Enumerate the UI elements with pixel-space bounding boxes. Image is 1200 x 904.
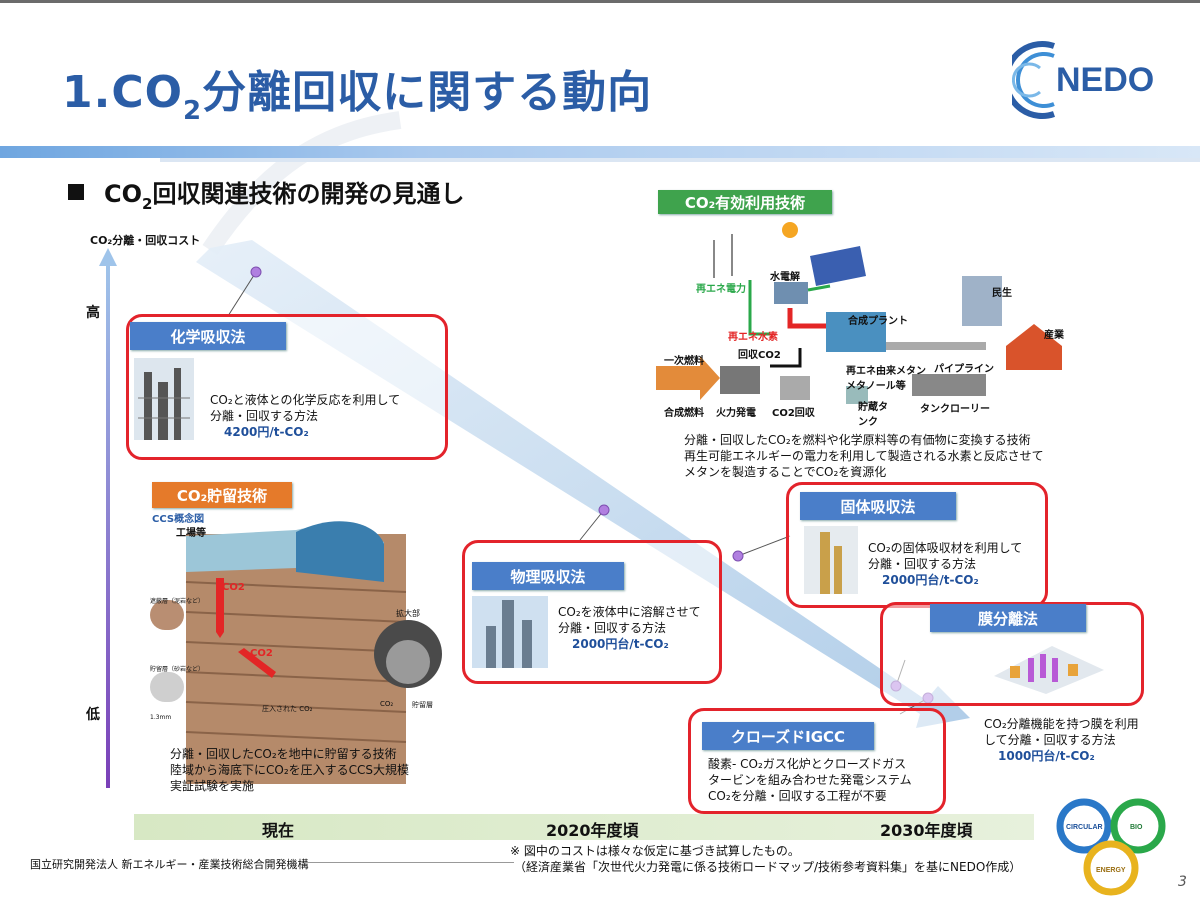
util-tank-lorry: タンクローリー bbox=[920, 404, 990, 415]
co2-storage-desc: 分離・回収したCO₂を地中に貯留する技術 陸域から海底下にCO₂を圧入するCCS… bbox=[170, 746, 409, 794]
page-title: 1.CO2分離回収に関する動向 bbox=[62, 67, 653, 126]
util-storage-tank: 貯蔵タンク bbox=[858, 402, 888, 428]
util-renew-h2: 再エネ水素 bbox=[728, 332, 778, 343]
storage-desc3: 実証試験を実施 bbox=[170, 779, 255, 793]
header-band bbox=[0, 146, 1200, 158]
footer-divider bbox=[304, 862, 514, 863]
util-electrolysis: 水電解 bbox=[770, 272, 800, 283]
physical-absorption-label: 物理吸収法 bbox=[472, 562, 624, 590]
co2-utilization-label: CO₂有効利用技術 bbox=[658, 190, 832, 214]
util-pipeline: パイプライン bbox=[934, 364, 994, 375]
ccs-layer2: 貯留層（砂岩など） bbox=[150, 666, 205, 673]
util-desc2: 再生可能エネルギーの電力を利用して製造される水素と反応させて bbox=[684, 449, 1044, 463]
co2-utilization-desc: 分離・回収したCO₂を燃料や化学原料等の有価物に変換する技術 再生可能エネルギー… bbox=[684, 432, 1044, 480]
ccs-co2-c: CO₂ bbox=[380, 700, 394, 708]
physical-absorption-desc: CO₂を液体中に溶解させて 分離・回収する方法 2000円台/t-CO₂ bbox=[558, 604, 701, 652]
physical-line2: 分離・回収する方法 bbox=[558, 621, 667, 635]
solid-absorption-label: 固体吸収法 bbox=[800, 492, 956, 520]
timeline-bar bbox=[134, 814, 1034, 840]
membrane-separation-desc: CO₂分離機能を持つ膜を利用 して分離・回収する方法 1000円台/t-CO₂ bbox=[984, 716, 1139, 764]
storage-desc2: 陸域から海底下にCO₂を圧入するCCS大規模 bbox=[170, 763, 410, 777]
solid-line2: 分離・回収する方法 bbox=[868, 557, 977, 571]
solid-line1: CO₂の固体吸収材を利用して bbox=[868, 541, 1023, 555]
util-recovered: 回収CO2 bbox=[738, 350, 781, 361]
util-co2-recovery: CO2回収 bbox=[772, 408, 815, 419]
co2-utilization-diagram bbox=[656, 222, 1062, 404]
membrane-separation-label: 膜分離法 bbox=[930, 604, 1086, 632]
cost-note-line1: ※ 図中のコストは様々な仮定に基づき試算したもの。 bbox=[510, 844, 800, 858]
timeline-now: 現在 bbox=[262, 821, 295, 840]
closed-igcc-label: クローズドIGCC bbox=[702, 722, 874, 750]
util-thermal: 火力発電 bbox=[716, 408, 756, 419]
cycle-circular: CIRCULAR bbox=[1066, 824, 1103, 831]
axis-label: CO₂分離・回収コスト bbox=[90, 234, 201, 247]
chemical-absorption-desc: CO₂と液体との化学反応を利用して 分離・回収する方法 4200円/t-CO₂ bbox=[210, 392, 400, 440]
igcc-line2: タービンを組み合わせた発電システム bbox=[708, 773, 912, 787]
ccs-inject: 圧入された CO₂ bbox=[262, 705, 313, 713]
cycle-energy: ENERGY bbox=[1096, 867, 1126, 874]
cost-axis-arrow bbox=[99, 248, 117, 788]
logo-text: NEDO bbox=[1056, 61, 1154, 99]
nedo-logo-icon: NEDO bbox=[1012, 41, 1154, 119]
util-desc3: メタンを製造することでCO₂を資源化 bbox=[684, 465, 887, 479]
co2-storage-label: CO₂貯留技術 bbox=[152, 482, 292, 508]
util-industry: 産業 bbox=[1044, 330, 1064, 341]
solid-plant-photo bbox=[804, 526, 858, 594]
util-primary-fuel: 一次燃料 bbox=[664, 356, 704, 367]
timeline-2030: 2030年度頃 bbox=[880, 821, 973, 840]
cost-note-line2: （経済産業省「次世代火力発電に係る技術ロードマップ/技術参考資料集」を基にNED… bbox=[514, 860, 1022, 874]
membrane-plant-illustration bbox=[994, 646, 1104, 694]
ccs-co2-b: CO2 bbox=[250, 648, 273, 659]
physical-cost: 2000円台/t-CO₂ bbox=[572, 637, 669, 651]
membrane-cost: 1000円台/t-CO₂ bbox=[998, 749, 1095, 763]
circular-economy-logo-icon: CIRCULAR BIO ENERGY bbox=[1056, 798, 1166, 896]
physical-line1: CO₂を液体中に溶解させて bbox=[558, 605, 701, 619]
solid-cost: 2000円台/t-CO₂ bbox=[882, 573, 979, 587]
cycle-bio: BIO bbox=[1130, 824, 1143, 831]
ccs-factory: 工場等 bbox=[176, 528, 206, 539]
ccs-expand: 拡大部 bbox=[396, 609, 420, 618]
chemical-line1: CO₂と液体との化学反応を利用して bbox=[210, 393, 401, 407]
bullet-square-icon bbox=[68, 184, 84, 200]
ccs-layer1: 遮蔽層（泥岩など） bbox=[150, 598, 205, 605]
ccs-store-layer: 貯留層 bbox=[412, 701, 433, 709]
util-renew-power: 再エネ電力 bbox=[696, 284, 746, 295]
header-band-thin bbox=[160, 158, 1200, 162]
ccs-title: CCS概念図 bbox=[152, 514, 205, 525]
physical-plant-photo bbox=[472, 596, 548, 668]
axis-low-label: 低 bbox=[86, 707, 100, 723]
closed-igcc-desc: 酸素- CO₂ガス化炉とクローズドガス タービンを組み合わせた発電システム CO… bbox=[708, 756, 912, 804]
membrane-line2: して分離・回収する方法 bbox=[984, 733, 1116, 747]
ccs-diagram bbox=[150, 521, 442, 784]
ccs-note: 1.3mm bbox=[150, 714, 172, 721]
solid-absorption-desc: CO₂の固体吸収材を利用して 分離・回収する方法 2000円台/t-CO₂ bbox=[868, 540, 1022, 588]
timeline-2020: 2020年度頃 bbox=[546, 821, 639, 840]
igcc-line1: 酸素- CO₂ガス化炉とクローズドガス bbox=[708, 757, 907, 771]
page-number: 3 bbox=[1178, 874, 1187, 890]
ccs-co2-a: CO2 bbox=[222, 582, 245, 593]
util-civil: 民生 bbox=[992, 288, 1012, 299]
footer-organization: 国立研究開発法人 新エネルギー・産業技術総合開発機構 bbox=[30, 858, 309, 871]
chemical-plant-photo bbox=[134, 358, 194, 440]
axis-high-label: 高 bbox=[86, 305, 100, 321]
chemical-absorption-label: 化学吸収法 bbox=[130, 322, 286, 350]
chemical-line2: 分離・回収する方法 bbox=[210, 409, 319, 423]
top-border bbox=[0, 0, 1200, 3]
section-heading: CO2回収関連技術の開発の見通し bbox=[68, 174, 464, 213]
util-synth-fuel: 合成燃料 bbox=[664, 408, 704, 419]
util-methane: 再エネ由来メタン メタノール等 bbox=[846, 366, 926, 392]
igcc-line3: CO₂を分離・回収する工程が不要 bbox=[708, 789, 887, 803]
util-desc1: 分離・回収したCO₂を燃料や化学原料等の有価物に変換する技術 bbox=[684, 433, 1031, 447]
storage-desc1: 分離・回収したCO₂を地中に貯留する技術 bbox=[170, 747, 397, 761]
util-synth-plant: 合成プラント bbox=[848, 316, 908, 327]
membrane-line1: CO₂分離機能を持つ膜を利用 bbox=[984, 717, 1139, 731]
chemical-cost: 4200円/t-CO₂ bbox=[224, 425, 309, 439]
